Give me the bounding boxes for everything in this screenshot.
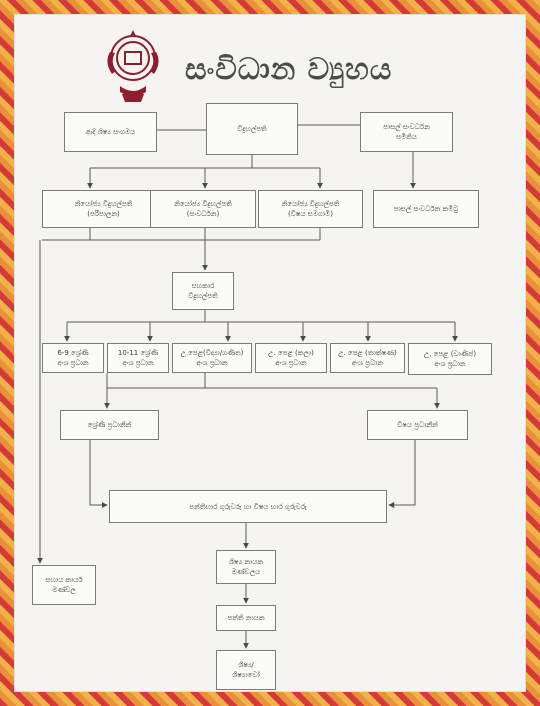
node-label-line1: ආදි ශිෂ්‍ය සංගමය bbox=[85, 128, 136, 136]
node-sec-al-arts: උ. පෙළ (කලා) අංශ ප්‍රධාන bbox=[255, 343, 327, 373]
node-teachers: පන්තිභාර ගුරුවරු හා විෂය භාර ගුරුවරු bbox=[109, 490, 387, 523]
node-label-line1: උ.පෙළ(විද්‍යා/ගණිත) bbox=[180, 349, 244, 357]
node-label-line1: ශිෂ්‍ය නායක bbox=[228, 558, 264, 566]
node-grade-heads: ශ්‍රේණි ප්‍රධානීන් bbox=[60, 410, 159, 440]
connector-line bbox=[89, 440, 108, 508]
node-label-line1: නියෝජ්‍ය විදුහල්පති bbox=[74, 200, 133, 208]
node-label-line1: ශ්‍රේණි ප්‍රධානීන් bbox=[87, 421, 132, 429]
node-label-line1: නියෝජ්‍ය විදුහල්පති bbox=[174, 200, 232, 208]
node-label-line2: අංශ ප්‍රධාන bbox=[434, 360, 466, 368]
node-prefects: ශිෂ්‍ය නායක මණ්ඩලය bbox=[216, 550, 276, 584]
node-dp-admin: නියෝජ්‍ය විදුහල්පති (පරිපාලන) bbox=[42, 190, 165, 228]
node-subject-heads: විෂය ප්‍රධානීන් bbox=[367, 410, 468, 440]
node-label-line1: පාසල් සංවර්ධන කමිටු bbox=[393, 205, 459, 213]
node-label-line1: පන්ති නායක bbox=[227, 614, 265, 622]
node-sec-al-tech: උ. පෙළ (තාක්ෂණ) අංශ ප්‍රධාන bbox=[330, 343, 405, 373]
page-title: සංවිධාන ව්‍යුහය bbox=[185, 52, 393, 87]
node-label-line1: විදුහල්පති bbox=[237, 125, 267, 133]
node-label-line1: පාසල් සංවර්ධන bbox=[383, 123, 430, 131]
node-label-line2: අංශ ප්‍රධාන bbox=[196, 359, 228, 367]
node-asst-principal: සහකාර විදුහල්පති bbox=[172, 272, 234, 310]
node-dp-dev: නියෝජ්‍ය විදුහල්පති (සංවර්ධන) bbox=[150, 190, 256, 228]
school-crest-icon bbox=[107, 30, 159, 102]
node-label-line2: අංශ ප්‍රධාන bbox=[351, 359, 384, 367]
node-label-line1: ශිෂ්‍ය/ bbox=[238, 661, 254, 669]
node-support: සහාය කාර්ය මණ්ඩල bbox=[32, 565, 96, 605]
node-label-line2: අංශ ප්‍රධාන bbox=[275, 359, 307, 367]
node-label-line1: විෂය ප්‍රධානීන් bbox=[397, 421, 438, 429]
node-label-line1: සහකාර bbox=[191, 282, 215, 290]
node-label-line2: විදුහල්පති bbox=[188, 292, 218, 300]
node-label-line2: අංශ ප්‍රධාන bbox=[122, 359, 154, 367]
node-label-line2: (සංවර්ධන) bbox=[186, 210, 220, 218]
node-label-line1: උ. පෙළ (කලා) bbox=[268, 349, 314, 357]
node-sdc-committees: පාසල් සංවර්ධන කමිටු bbox=[373, 190, 479, 228]
node-label-line1: උ. පෙළ (තාක්ෂණ) bbox=[338, 349, 397, 357]
node-principal: විදුහල්පති bbox=[206, 103, 298, 155]
node-sec-69: 6-9 ශ්‍රේණි අංශ ප්‍රධාන bbox=[42, 343, 104, 373]
node-label-line2: අංශ ප්‍රධාන bbox=[57, 359, 89, 367]
node-label-line2: ශිෂ්‍යාවෝ bbox=[232, 671, 260, 679]
node-label-line1: නියෝජ්‍ය විදුහල්පති bbox=[281, 200, 340, 208]
node-label-line1: 6-9 ශ්‍රේණි bbox=[57, 349, 89, 357]
node-label-line1: උ. පෙළ (වාණිජ) bbox=[423, 350, 477, 358]
node-alumni: ආදි ශිෂ්‍ය සංගමය bbox=[64, 112, 157, 152]
node-dp-subject: නියෝජ්‍ය විදුහල්පති (විෂය සමගාමී) bbox=[258, 190, 363, 228]
node-label-line1: සහාය කාර්ය bbox=[45, 576, 83, 584]
node-label-line1: පන්තිභාර ගුරුවරු හා විෂය භාර ගුරුවරු bbox=[189, 502, 307, 511]
node-label-line1: 10-11 ශ්‍රේණි bbox=[117, 349, 159, 357]
node-students: ශිෂ්‍ය/ශිෂ්‍යාවෝ bbox=[216, 650, 276, 690]
node-sdc: පාසල් සංවර්ධන සමිතිය bbox=[360, 112, 453, 152]
node-label-line2: මණ්ඩල bbox=[52, 586, 76, 594]
node-sec-1011: 10-11 ශ්‍රේණි අංශ ප්‍රධාන bbox=[107, 343, 169, 373]
connector-line bbox=[388, 440, 416, 508]
node-sec-al-sci: උ.පෙළ(විද්‍යා/ගණිත) අංශ ප්‍රධාන bbox=[172, 343, 252, 373]
node-label-line2: මණ්ඩලය bbox=[231, 568, 261, 576]
node-label-line2: (පරිපාලන) bbox=[87, 210, 120, 218]
node-label-line2: (විෂය සමගාමී) bbox=[288, 210, 333, 218]
node-label-line2: සමිතිය bbox=[396, 133, 417, 141]
node-class-leaders: පන්ති නායක bbox=[216, 605, 276, 631]
node-sec-al-com: උ. පෙළ (වාණිජ) අංශ ප්‍රධාන bbox=[408, 343, 492, 375]
